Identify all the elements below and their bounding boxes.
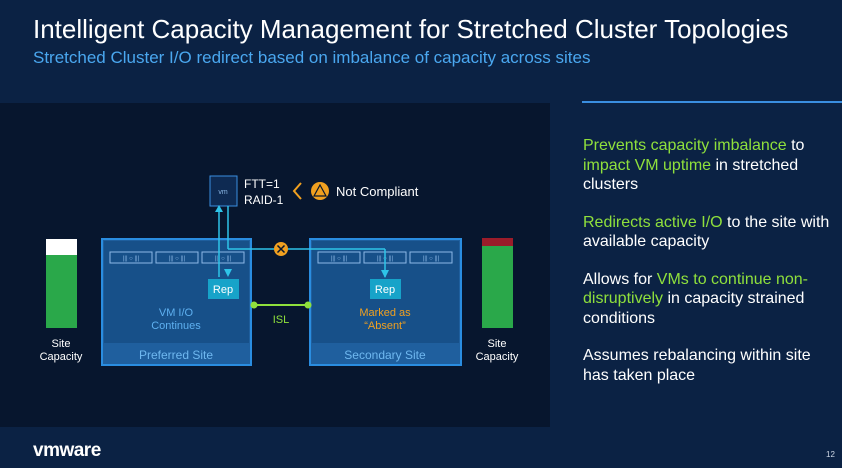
page-number: 12 <box>826 450 835 459</box>
io-path <box>218 206 386 277</box>
secondary-status-line2: “Absent” <box>364 320 406 332</box>
slide-subtitle: Stretched Cluster I/O redirect based on … <box>33 48 591 67</box>
vm-label: vm <box>218 189 228 196</box>
vmware-logo: vmware <box>33 440 101 461</box>
bullet-text: to the site with available capacity <box>583 213 830 251</box>
io-arrow-up <box>215 205 223 212</box>
slide-title: Intelligent Capacity Management for Stre… <box>33 14 789 44</box>
chevron-left-icon <box>292 182 302 200</box>
isl-label: ISL <box>273 314 290 326</box>
bullet-item: Redirects active I/O to the site with av… <box>583 213 833 252</box>
secondary-rep-label: Rep <box>375 284 395 296</box>
divider-line <box>582 101 842 103</box>
bullet-highlight: Redirects active I/O <box>583 213 723 231</box>
svg-text:||| ○ |||: ||| ○ ||| <box>169 256 186 262</box>
bullet-text: in capacity strained conditions <box>583 290 805 327</box>
secondary-capacity-overflow <box>482 238 513 246</box>
site-capacity-label-line2: Capacity <box>476 351 519 363</box>
preferred-site-label: Preferred Site <box>139 348 213 362</box>
site-capacity-label-line1: Site <box>52 338 71 350</box>
secondary-rep-box <box>370 279 401 299</box>
preferred-rep-label: Rep <box>213 284 233 296</box>
io-arrow-down <box>224 269 232 277</box>
site-capacity-label-line1: Site <box>488 338 507 350</box>
bullet-text: Assumes rebalancing within site has take… <box>583 347 811 384</box>
bullet-text: Allows for <box>583 270 657 288</box>
bullet-list: Prevents capacity imbalance to impact VM… <box>583 136 833 403</box>
secondary-capacity-fill <box>482 246 513 328</box>
svg-text:||| ○ |||: ||| ○ ||| <box>423 256 440 262</box>
preferred-rep-box <box>208 279 239 299</box>
vm-box <box>209 175 238 207</box>
svg-text:||| ○ |||: ||| ○ ||| <box>215 256 232 262</box>
bullet-highlight: Prevents capacity imbalance <box>583 137 787 154</box>
secondary-status-line1: Marked as <box>359 307 411 319</box>
io-arrow-down <box>381 270 389 278</box>
policy-raid: RAID-1 <box>244 193 284 207</box>
preferred-status-line2: Continues <box>151 320 201 332</box>
isl-endpoint <box>304 301 312 309</box>
bullet-item: Allows for VMs to continue non-disruptiv… <box>583 270 833 329</box>
isl-endpoint <box>250 301 258 309</box>
site-capacity-label-line2: Capacity <box>40 351 83 363</box>
bullet-text: in stretched clusters <box>583 156 799 194</box>
preferred-host-strip: ||| ○ ||| ||| ○ ||| ||| ○ ||| <box>109 251 245 264</box>
bullet-text: to <box>786 137 805 154</box>
svg-text:||| ○ |||: ||| ○ ||| <box>123 256 140 262</box>
bullet-item: Prevents capacity imbalance to impact VM… <box>583 136 833 195</box>
not-compliant-label: Not Compliant <box>336 184 419 199</box>
blocked-x-mark <box>276 244 286 254</box>
warning-triangle <box>312 183 328 197</box>
secondary-site-label: Secondary Site <box>344 348 426 362</box>
bullet-highlight: VMs to continue non-disruptively <box>583 270 808 308</box>
bullet-item: Assumes rebalancing within site has take… <box>583 346 833 385</box>
preferred-capacity-fill <box>46 255 77 328</box>
bullet-highlight: impact VM uptime <box>583 156 712 174</box>
svg-text:||| ○ |||: ||| ○ ||| <box>331 256 348 262</box>
policy-ftt: FTT=1 <box>244 177 280 191</box>
preferred-status-line1: VM I/O <box>159 307 194 319</box>
